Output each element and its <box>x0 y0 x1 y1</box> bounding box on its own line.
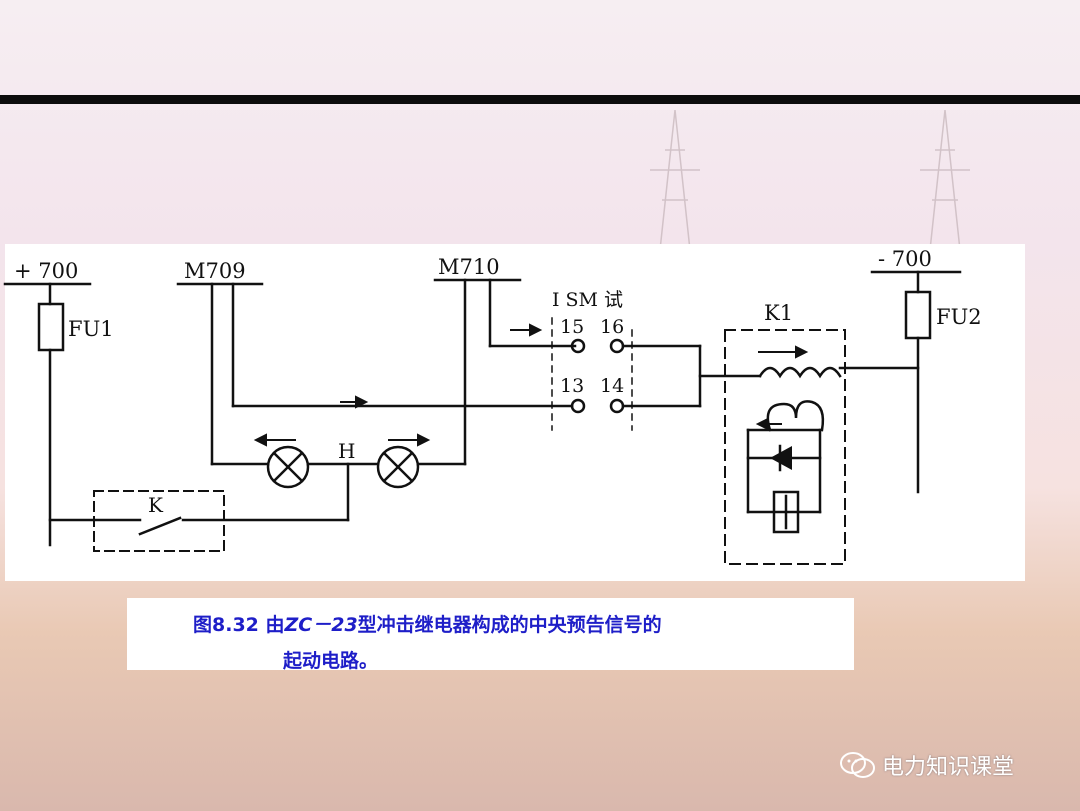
label-lamp-h: H <box>338 439 355 463</box>
label-contact-13: 13 <box>560 375 584 397</box>
label-neg-bus: - 700 <box>878 247 932 271</box>
label-contact-15: 15 <box>560 316 584 338</box>
pylon-decoration-1 <box>650 110 700 250</box>
watermark-text: 电力知识课堂 <box>882 755 1015 780</box>
lamp-left <box>266 445 310 489</box>
pylon-decoration-2 <box>920 110 970 250</box>
wechat-icon <box>840 752 875 778</box>
label-m710: M710 <box>438 255 500 279</box>
label-button-k: K <box>148 493 164 517</box>
lamp-right <box>376 445 420 489</box>
caption-line-2: 起动电路。 <box>283 650 379 672</box>
relay-coil-element <box>772 490 800 534</box>
watermark: 电力知识课堂 <box>840 749 1014 781</box>
caption-model: ZC－23 <box>284 614 358 636</box>
caption-box <box>127 598 854 670</box>
fuse-fu2 <box>904 290 932 340</box>
caption-prefix: 图8.32 由 <box>193 614 285 636</box>
relay-k1-frame <box>724 329 846 565</box>
diagram-panel <box>5 244 1025 581</box>
label-contact-14: 14 <box>600 375 624 397</box>
label-relay-k1: K1 <box>764 301 793 325</box>
title-divider-bar <box>0 95 1080 104</box>
caption-suffix: 型冲击继电器构成的中央预告信号的 <box>357 614 662 636</box>
label-switch: I SM 试 <box>552 289 623 311</box>
caption-line-1: 图8.32 由ZC－23型冲击继电器构成的中央预告信号的 <box>193 610 662 637</box>
label-contact-16: 16 <box>600 316 624 338</box>
label-m709: M709 <box>184 259 246 283</box>
fuse-fu1 <box>37 302 65 352</box>
label-fu2: FU2 <box>936 305 982 329</box>
relay-diode <box>770 446 792 470</box>
label-pos-bus: + 700 <box>14 259 78 283</box>
label-fu1: FU1 <box>68 317 114 341</box>
